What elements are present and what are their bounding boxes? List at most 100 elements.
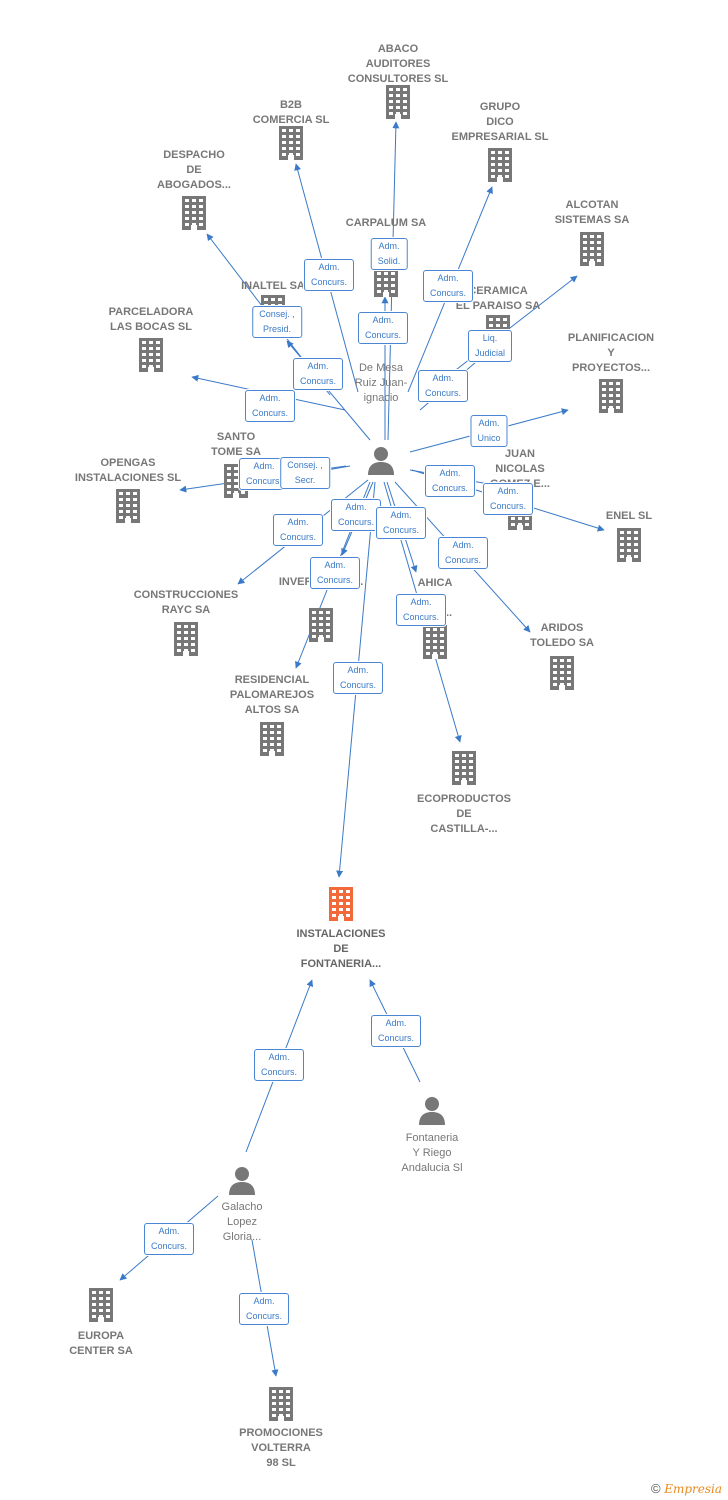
relation-label-de_mesa-to-abaco[interactable]: Adm.Solid. [370, 238, 408, 270]
relation-label-line: Adm. [287, 517, 309, 527]
copyright-symbol: © [650, 1481, 661, 1496]
building-icon-parceladora[interactable] [137, 338, 165, 377]
node-label-enel[interactable]: ENEL SL [606, 509, 652, 524]
relation-label-line: Concurs. [299, 376, 337, 386]
relation-label-line: Adm. [158, 1226, 180, 1236]
person-icon-de_mesa[interactable] [366, 445, 396, 480]
relation-label-line: Concurs. [339, 680, 377, 690]
building-icon-b2b[interactable] [277, 126, 305, 165]
relation-label-line: Adm. [437, 273, 459, 283]
relation-label-line: Concurs. [251, 408, 289, 418]
relation-label-line: Adm. [345, 502, 367, 512]
relation-label-line: Concurs. [402, 612, 440, 622]
relation-label-line: Adm. [385, 1018, 407, 1028]
relation-label-galacho-to-instalaciones[interactable]: Adm.Concurs. [253, 1049, 305, 1081]
building-icon-aridos[interactable] [548, 656, 576, 695]
relation-label-de_mesa-to-inaltel[interactable]: Adm.Concurs. [292, 358, 344, 390]
building-icon-dehesa[interactable] [307, 608, 335, 647]
relation-label-line: Adm. [432, 373, 454, 383]
relation-label-de_mesa-to-construcciones[interactable]: Adm.Concurs. [272, 514, 324, 546]
building-icon-planificacion[interactable] [597, 379, 625, 418]
relation-label-fontaneria_riego-to-instalaciones[interactable]: Adm.Concurs. [370, 1015, 422, 1047]
relation-label-line: Unico [477, 433, 501, 443]
relation-label-line: Consej. , [287, 460, 323, 470]
relation-label-de_mesa-to-residencial[interactable]: Adm.Concurs. [309, 557, 361, 589]
relation-label-de_mesa-to-parceladora[interactable]: Adm.Concurs. [244, 390, 296, 422]
relation-label-de_mesa-to-juan_nicolas[interactable]: Adm.Concurs. [424, 465, 476, 497]
building-icon-europa[interactable] [87, 1288, 115, 1327]
building-icon-promociones[interactable] [267, 1387, 295, 1426]
node-label-line: PLANIFICACION [567, 332, 655, 344]
building-icon-ecoproductos[interactable] [450, 751, 478, 790]
relation-label-line: Adm. [253, 461, 275, 471]
building-icon-grupo_dico[interactable] [486, 148, 514, 187]
relation-label-line: Concurs. [337, 517, 375, 527]
building-icon-opengas[interactable] [114, 489, 142, 528]
relation-label-de_mesa-to-planificacion[interactable]: Adm.Unico [470, 415, 508, 447]
relation-label-line: Adm. [268, 1052, 290, 1062]
node-label-line: CONSULTORES SL [347, 73, 449, 85]
node-label-line: JUAN [505, 448, 535, 460]
building-icon-residencial[interactable] [258, 722, 286, 761]
relation-label-de_mesa-to-grupo_dico[interactable]: Adm. Concurs. [422, 270, 474, 302]
relation-label-line: Concurs. [429, 288, 467, 298]
building-icon-alcotan[interactable] [578, 232, 606, 271]
relation-label-de_mesa-to-ecoproductos[interactable]: Adm.Concurs. [395, 594, 447, 626]
node-label-line: ALTOS SA [244, 704, 300, 716]
relation-label-de_mesa-to-instalaciones[interactable]: Adm.Concurs. [332, 662, 384, 694]
building-icon-enel[interactable] [615, 528, 643, 567]
relation-label-galacho-to-europa[interactable]: Adm.Concurs. [143, 1223, 195, 1255]
node-label-line: PARCELADORA [108, 306, 194, 318]
building-icon-instalaciones[interactable] [327, 887, 355, 926]
node-label-line: CARPALUM SA [345, 217, 427, 229]
node-label-line: ABOGADOS... [157, 179, 231, 191]
relation-label-de_mesa-to-ceramica[interactable]: Adm.Concurs. [417, 370, 469, 402]
node-label-line: DE [186, 164, 202, 176]
relation-label-de_mesa-to-aridos[interactable]: Adm.Concurs. [437, 537, 489, 569]
relation-label-line: Adm. [253, 1296, 275, 1306]
building-icon-ahica[interactable] [421, 625, 449, 664]
node-label-line: PROYECTOS... [571, 362, 651, 374]
relation-label-de_mesa-to-despacho[interactable]: Consej. ,Presid. [252, 306, 302, 338]
relation-label-de_mesa-to-opengas[interactable]: Consej. ,Secr. [280, 457, 330, 489]
relation-label-de_mesa-to-enel[interactable]: Adm.Concurs. [482, 483, 534, 515]
relation-label-de_mesa-to-ahica[interactable]: Adm.Concurs. [375, 507, 427, 539]
person-icon-galacho[interactable] [227, 1165, 257, 1200]
brand-logo[interactable]: Empresia [664, 1482, 722, 1496]
relation-label-de_mesa-to-alcotan[interactable]: Liq.Judicial [467, 330, 513, 362]
node-label-carpalum[interactable]: CARPALUM SA [346, 216, 426, 231]
building-icon-construcciones[interactable] [172, 622, 200, 661]
relation-label-de_mesa-to-b2b[interactable]: Adm.Concurs. [303, 259, 355, 291]
node-label-line: ignacio [363, 392, 399, 404]
relation-label-de_mesa-to-dehesa[interactable]: Adm. Concurs. [330, 499, 382, 531]
building-icon-despacho[interactable] [180, 196, 208, 235]
person-icon-fontaneria_riego[interactable] [417, 1095, 447, 1130]
node-label-inaltel[interactable]: INALTEL SA [241, 279, 305, 294]
relation-label-de_mesa-to-carpalum[interactable]: Adm.Concurs. [357, 312, 409, 344]
relation-label-galacho-to-promociones[interactable]: Adm.Concurs. [238, 1293, 290, 1325]
relation-label-line: Adm. [390, 510, 412, 520]
node-label-line: EL PARAISO SA [455, 300, 541, 312]
building-icon-abaco[interactable] [384, 85, 412, 124]
node-label-line: Andalucia Sl [401, 1162, 463, 1174]
